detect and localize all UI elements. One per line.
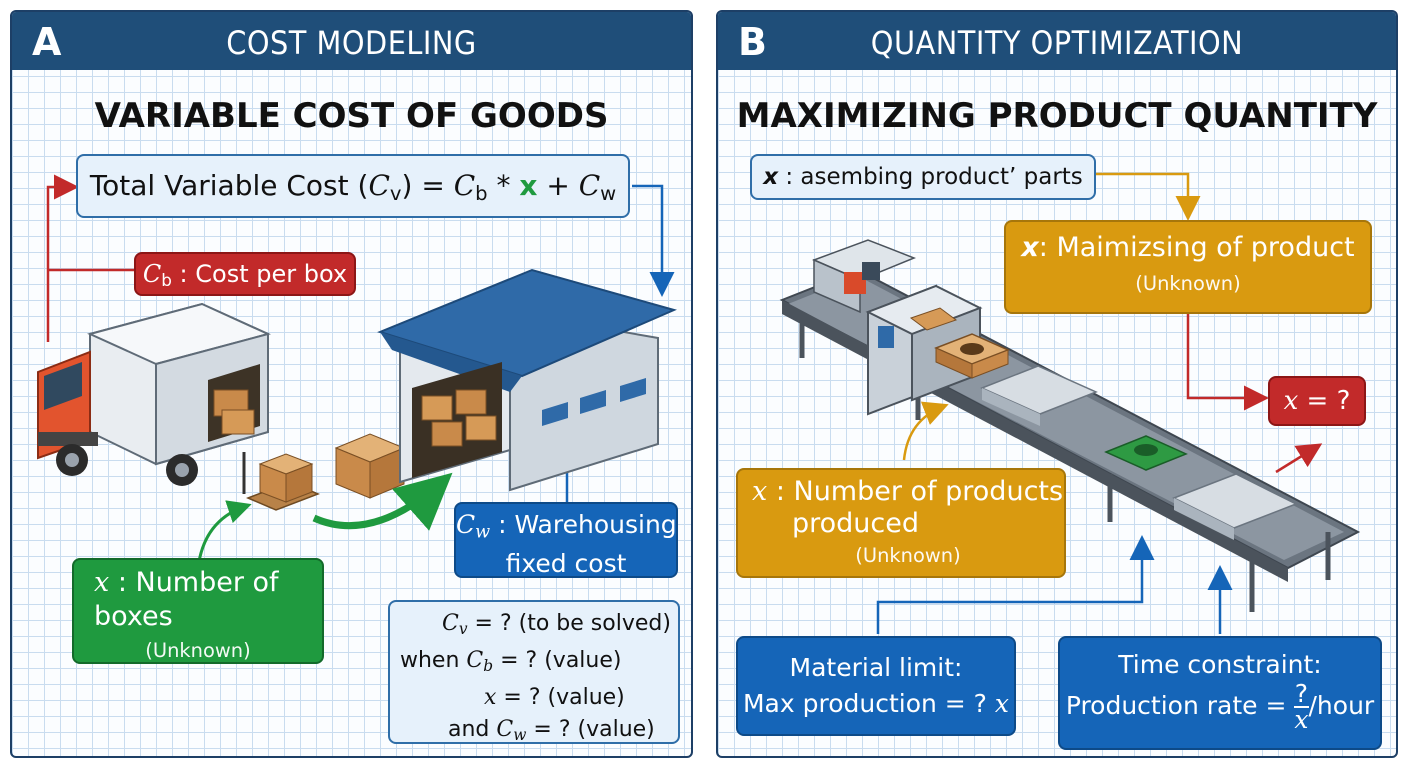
produced-note: (Unknown) (855, 544, 961, 567)
material-limit-label: Material limit: Max production = ? x (736, 636, 1016, 736)
boxes-note: (Unknown) (145, 639, 251, 662)
formula-eq: ) = (401, 169, 454, 202)
boxes-symbol: x (94, 567, 110, 598)
panel-a-letter: A (32, 20, 62, 64)
box-icon (334, 433, 406, 499)
time-constraint-label: Time constraint: Production rate = ?x/ho… (1058, 636, 1382, 750)
panel-a-title: COST MODELING (226, 24, 477, 62)
assembling-label: x : asembing product’ parts (750, 154, 1096, 200)
panel-a-illustration (37, 174, 677, 569)
assembling-symbol: x (763, 164, 779, 190)
boxes-label: x : Number of boxes (Unknown) (72, 558, 324, 664)
gold-arrow-assembling (1096, 172, 1201, 221)
produced-line1: : Number of products (767, 476, 1064, 507)
panel-b-title: QUANTITY OPTIMIZATION (870, 24, 1244, 62)
produced-label: x : Number of products produced (Unknown… (736, 468, 1066, 578)
warehousing-symbol: C (456, 510, 476, 539)
formula-cw-sub: w (600, 181, 617, 205)
conveyor-icon (779, 239, 1361, 612)
warehousing-sub: w (475, 522, 491, 543)
formula-cv-symbol: C (368, 169, 390, 202)
time-line1: Time constraint: (1118, 650, 1322, 679)
time-unit: /hour (1308, 691, 1375, 720)
maximizing-label: x: Maimizsing of product (Unknown) (1004, 220, 1372, 314)
warehousing-label: Cw : Warehousing fixed cost (454, 502, 678, 578)
blue-arrow-material (876, 535, 1155, 634)
boxes-line1: : Number of (109, 567, 279, 598)
panel-a-subtitle: VARIABLE COST OF GOODS (94, 96, 609, 136)
answer-symbol: x (1283, 386, 1299, 416)
red-arrow-formula (46, 174, 79, 342)
solve-line-2: when Cb = ? (value) (400, 647, 622, 675)
formula-times: * (487, 169, 520, 202)
warehousing-line1: : Warehousing (490, 510, 677, 539)
solve-box: Cv = ? (to be solved) when Cb = ? (value… (388, 600, 680, 744)
boxes-line2: boxes (94, 601, 173, 632)
solve-line-1: Cv = ? (to be solved) (442, 611, 671, 638)
truck-icon (37, 302, 271, 486)
cost-per-box-label: Cb : Cost per box (134, 252, 356, 296)
formula-box: Total Variable Cost (Cv) = Cb * x + Cw (76, 154, 630, 218)
produced-symbol: x (752, 476, 768, 507)
time-line2: Production rate = (1065, 691, 1295, 720)
panel-b-letter: B (738, 20, 767, 64)
panel-cost-modeling: A COST MODELING VARIABLE COST OF GOODS (10, 10, 693, 758)
red-arrow-answer (1186, 312, 1269, 411)
panel-a-header: A COST MODELING (12, 12, 691, 70)
material-line2: Max production = ? (742, 689, 995, 718)
panel-b-header: B QUANTITY OPTIMIZATION (718, 12, 1396, 70)
material-line1: Material limit: (789, 653, 963, 682)
blue-arrow-warehouse (632, 184, 675, 297)
produced-line2: produced (792, 508, 920, 539)
gold-arrow-product (902, 401, 949, 461)
material-symbol: x (994, 689, 1010, 718)
answer-text: = ? (1298, 386, 1351, 416)
pallet-box-icon (242, 452, 320, 511)
green-arrow-to-warehouse (312, 472, 453, 531)
warehouse-icon (377, 268, 677, 492)
formula-cb-sub: b (475, 181, 488, 205)
panel-b-illustration (779, 172, 1361, 634)
cost-per-box-sub: b (161, 270, 172, 291)
panel-b-subtitle: MAXIMIZING PRODUCT QUANTITY (736, 96, 1378, 136)
solve-line-3: x = ? (value) (484, 684, 625, 710)
formula-plus: + (537, 169, 579, 202)
formula-cv-sub: v (389, 181, 402, 205)
panel-quantity-optimization: B QUANTITY OPTIMIZATION MAXIMIZING PRODU… (716, 10, 1398, 758)
answer-box: x = ? (1268, 376, 1366, 426)
warehousing-line2: fixed cost (505, 549, 627, 579)
formula-x: x (519, 169, 538, 202)
formula-prefix: Total Variable Cost ( (89, 169, 369, 202)
maximizing-note: (Unknown) (1135, 272, 1241, 295)
formula-cb-symbol: C (453, 169, 476, 202)
maximizing-text: : Maimizsing of product (1038, 232, 1355, 263)
cost-per-box-text: : Cost per box (171, 260, 348, 288)
formula-cw-symbol: C (578, 169, 601, 202)
time-fraction: ?x (1294, 679, 1309, 734)
cost-per-box-symbol: C (142, 260, 162, 288)
assembling-text: : asembing product’ parts (778, 164, 1083, 190)
maximizing-symbol: x (1021, 232, 1039, 263)
solve-line-4: and Cw = ? (value) (448, 716, 655, 744)
red-arrow-up (1275, 443, 1323, 474)
